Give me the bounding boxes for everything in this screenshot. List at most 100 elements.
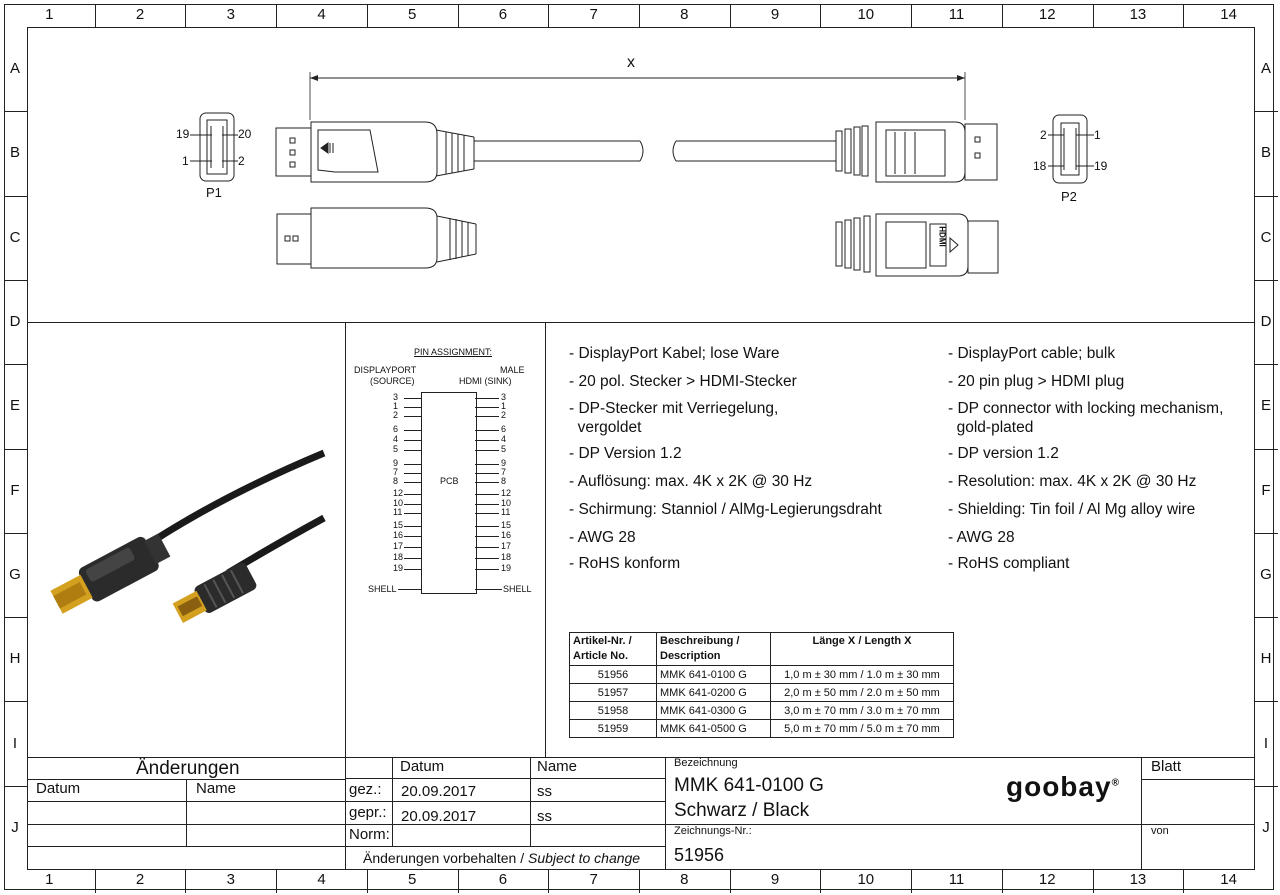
gepr-name: ss [537,808,552,825]
changes-datum: Datum [36,780,81,797]
hdmi-pin: 9 [501,458,507,468]
zone-col-14: 14 [1220,871,1237,888]
hdmi-pin: 19 [501,563,512,573]
zone-col-9: 9 [770,6,780,23]
dp-pin: 5 [393,444,399,454]
blatt-label: Blatt [1151,758,1182,775]
p1-pin-2: 2 [238,154,245,168]
gez-name: ss [537,783,552,800]
pin-line [404,494,421,495]
table-cell: 1,0 m ± 30 mm / 1.0 m ± 30 mm [770,665,954,684]
dp-pin: 3 [393,392,399,402]
pin-line [475,569,499,570]
photo-divider [345,322,346,757]
table-cell: 51959 [569,719,657,738]
zone-tick [1001,870,1003,893]
pin-line [475,398,499,399]
tb-vline [665,757,666,870]
tb-vline [1141,757,1142,870]
spec-line: - AWG 28 [569,529,636,546]
table-cell: MMK 641-0300 G [656,701,771,720]
zone-tick [729,870,731,893]
pin-line [404,513,421,514]
zone-tick [1092,4,1094,27]
zone-col-13: 13 [1129,6,1147,23]
zone-col-12: 12 [1038,6,1056,23]
shell-line-right [475,589,502,590]
spec-line: - 20 pin plug > HDMI plug [948,373,1125,390]
p2-pin-1: 1 [1094,128,1101,142]
table-cell: MMK 641-0200 G [656,683,771,702]
hdmi-pin: 15 [501,520,512,530]
zone-tick [185,4,187,27]
dp-pin: 18 [393,552,404,562]
zone-tick [457,4,459,27]
zone-row-G: G [9,565,21,583]
zone-col-6: 6 [498,6,508,23]
pin-line [404,430,421,431]
dp-pin: 8 [393,476,399,486]
zone-tick [4,532,27,534]
hdmi-plug-side [835,213,999,277]
p2-connector-face [1048,114,1094,184]
zone-row-E: E [1260,397,1271,415]
p1-connector-face [190,112,238,182]
pin-line [475,494,499,495]
zone-tick [1255,364,1278,366]
zone-row-F: F [10,481,20,499]
zone-row-H: H [1260,650,1272,668]
spec-line: - AWG 28 [948,529,1015,546]
hdmi-pin: 7 [501,467,507,477]
zone-col-8: 8 [680,6,689,23]
p1-pin-20: 20 [238,127,252,141]
tb-line [27,846,665,847]
zone-col-4: 4 [317,871,326,888]
zone-tick [4,701,27,703]
zone-col-12: 12 [1038,871,1056,888]
zone-col-1: 1 [45,871,54,888]
pin-line [475,464,499,465]
pin-line [404,569,421,570]
pin-line [404,416,421,417]
dp-pin: 7 [393,467,399,477]
pin-line [475,513,499,514]
hdmi-pin: 6 [501,424,507,434]
pin-line [404,473,421,474]
spec-line: - DP Version 1.2 [569,445,682,462]
zone-tick [366,870,368,893]
tb-vline [345,757,346,870]
product-photo [50,449,326,623]
zone-tick [548,4,550,27]
pin-line [475,547,499,548]
pin-line [475,416,499,417]
dp-pin: 19 [393,563,404,573]
zone-row-B: B [1260,144,1271,162]
zone-tick [366,4,368,27]
table-cell: MMK 641-0500 G [656,719,771,738]
p1-label: P1 [206,185,222,200]
zone-col-7: 7 [589,6,598,23]
gez-date: 20.09.2017 [401,783,477,800]
hdmi-header-1: MALE [500,365,525,375]
titleblock-top [27,757,1255,758]
zone-col-2: 2 [135,6,145,23]
norm-label: Norm: [349,826,390,843]
zone-tick [729,4,731,27]
spec-line: - Auflösung: max. 4K x 2K @ 30 Hz [569,473,813,490]
zone-tick [4,448,27,450]
zone-col-10: 10 [857,871,875,888]
dp-pin: 15 [393,520,404,530]
zone-tick [1255,448,1278,450]
inner-frame [27,27,1255,870]
hdmi-logo: HDMI [937,226,947,247]
hdmi-header-2: HDMI (SINK) [459,376,512,386]
dp-pin: 6 [393,424,399,434]
hdmi-pin: 1 [501,401,507,411]
spec-line: - 20 pol. Stecker > HDMI-Stecker [569,373,797,390]
zone-row-B: B [9,144,20,162]
p2-pin-19: 19 [1094,159,1108,173]
zone-tick [1092,870,1094,893]
